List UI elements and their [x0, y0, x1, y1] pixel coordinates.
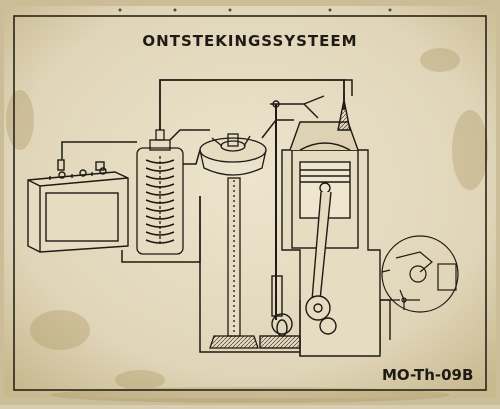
- contact-breaker-detail-icon: [380, 235, 459, 313]
- engine-cylinder-icon: [259, 92, 391, 357]
- battery-icon: [27, 159, 129, 253]
- poster-code: MO-Th-09B: [382, 366, 474, 384]
- poster-title: ONTSTEKINGSSYSTEEM: [142, 32, 358, 50]
- paper-stains: [6, 48, 488, 403]
- distributor-icon: [199, 133, 267, 349]
- poster-frame: [13, 15, 487, 391]
- pin-holes: [118, 8, 392, 12]
- ignition-coil-icon: [136, 129, 184, 255]
